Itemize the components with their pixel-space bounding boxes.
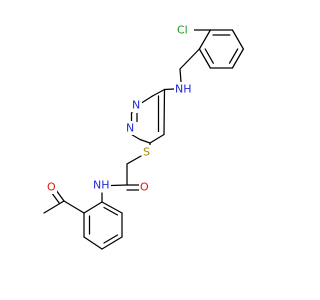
bond [63,200,85,214]
structure-drawing: Cl NH N N S O NH O [43,23,245,250]
bond [149,133,165,144]
bond [55,189,65,202]
bond [110,184,128,187]
bond [101,236,123,250]
atom-nh-top-label: NH [175,83,192,96]
atom-s-label: S [143,146,150,159]
atom-label-layer: Cl NH N N S O NH O [46,23,194,194]
bond [231,29,245,50]
bond [83,236,103,250]
atom-s: S [142,145,152,159]
atom-o-acetyl-label: O [47,181,56,194]
bond [83,201,103,214]
atom-n-ring-2-label: N [126,122,134,135]
bond [198,48,212,69]
bond [198,29,212,50]
bond [163,88,175,91]
bond [179,68,182,83]
bond [163,88,166,136]
bond-layer [43,29,245,250]
bond [139,138,151,144]
bond [179,48,201,70]
atom-nh-amide: NH [92,178,111,192]
bond [103,206,119,216]
bond [130,133,141,141]
molecule-structure: Cl NH N N S O NH O [43,23,245,250]
bond [231,48,245,69]
bond [126,155,142,165]
atom-n-ring-1: N [131,98,142,112]
bond [50,191,61,205]
atom-o-amide-label: O [140,181,149,194]
bond [103,234,119,244]
atom-nh-top: NH [174,82,192,96]
atom-nh-amide-label: NH [93,179,110,192]
bond [228,48,239,64]
atom-o-acetyl: O [46,180,57,194]
bond [43,200,65,214]
bond [204,48,214,64]
atom-cl: Cl [176,23,194,37]
atom-n-ring-2: N [125,121,136,135]
bond [151,88,166,97]
bond [101,201,123,214]
atom-o-amide: O [139,180,150,194]
atom-n-ring-1-label: N [132,99,140,112]
atom-cl-label: Cl [177,24,188,37]
bond [140,95,154,104]
